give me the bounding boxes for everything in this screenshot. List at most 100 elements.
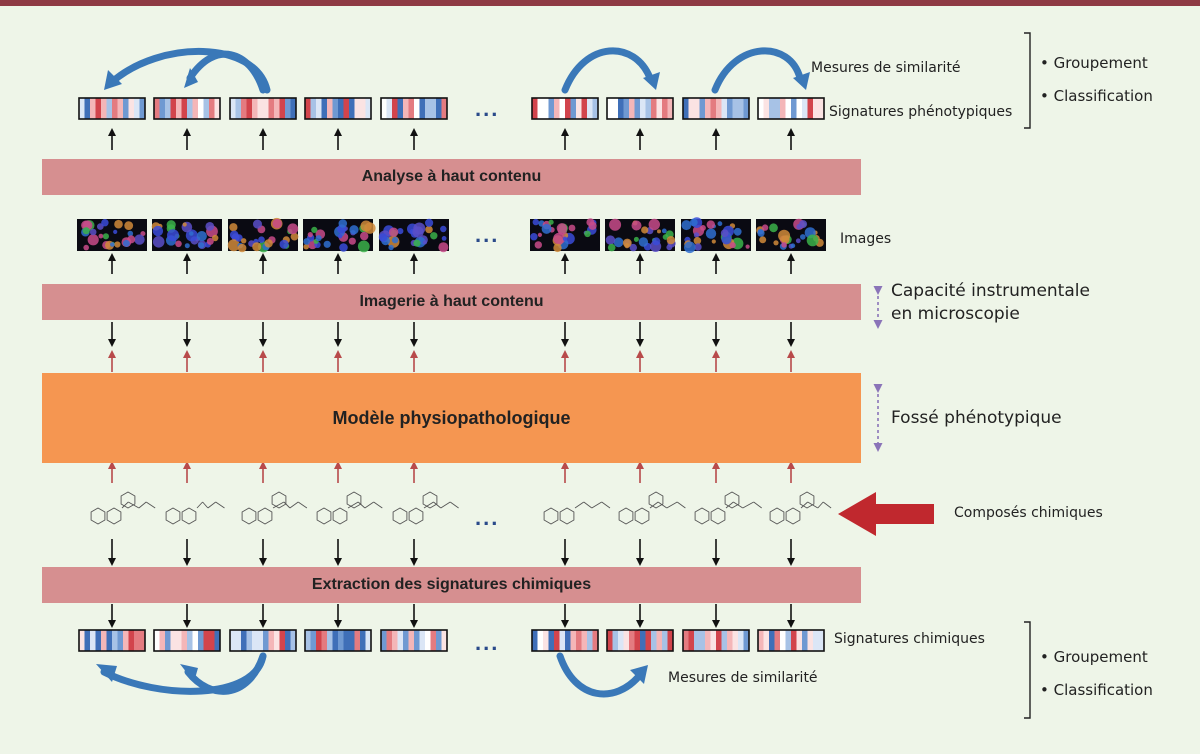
signature-cell [667, 98, 674, 119]
signature-cell [813, 630, 819, 651]
cell-blob [568, 224, 576, 232]
signature-strip [682, 97, 750, 120]
molecule-ring [799, 491, 815, 509]
cell-blob [657, 229, 661, 234]
cell-blob [87, 234, 99, 246]
cell-blob [806, 234, 819, 247]
signature-cell [214, 98, 221, 119]
signature-cell [543, 98, 549, 119]
similarity-arc-head [630, 665, 648, 684]
molecule-bond [272, 501, 285, 509]
cell-blob [717, 221, 723, 227]
molecule-ring [181, 507, 197, 525]
cell-blob [609, 218, 622, 231]
cell-blob [89, 228, 97, 236]
signature-cell [181, 630, 188, 651]
signature-strip [78, 97, 146, 120]
cell-blob [127, 230, 134, 237]
outcome-top-classification: • Classification [1040, 87, 1153, 105]
signature-cell [101, 98, 107, 119]
signature-cell [397, 98, 404, 119]
cell-blob [662, 234, 669, 240]
cell-blob [229, 223, 238, 232]
molecule-ring [634, 507, 650, 525]
signature-cell [349, 630, 355, 651]
signature-cell [548, 98, 555, 119]
signature-cell [246, 98, 253, 119]
molecule-ring [785, 507, 801, 525]
signature-cell [758, 630, 764, 651]
molecule-ring [710, 507, 726, 525]
cell-blob [413, 239, 421, 247]
cell-blob [258, 236, 265, 243]
similarity-arc-head [180, 664, 198, 682]
signature-cell [274, 630, 280, 651]
molecule-bond [202, 501, 209, 509]
cell-blob [769, 223, 778, 233]
signature-cell [192, 630, 199, 651]
cell-blob [357, 240, 370, 253]
signature-cell [310, 630, 317, 651]
label-instrument-line1: Capacité instrumentale [891, 281, 1090, 301]
band-analysis-label: Analyse à haut contenu [361, 168, 542, 185]
signature-cell [640, 630, 646, 651]
signature-cell [699, 630, 706, 651]
cell-blob [441, 236, 447, 241]
molecule-bond [215, 501, 225, 509]
cell-blob [167, 229, 179, 242]
signature-cell [230, 630, 236, 651]
signature-cell [807, 630, 814, 651]
signature-cell [554, 630, 560, 651]
similarity-arc [184, 652, 267, 695]
cell-blob [241, 238, 247, 244]
cell-blob [652, 237, 661, 246]
molecule-bond [657, 501, 668, 509]
signature-cell [694, 630, 700, 651]
signature-cell [738, 630, 744, 651]
cell-blob [605, 235, 616, 245]
signature-cell [807, 98, 814, 119]
molecule-ring [408, 507, 424, 525]
signature-cell [203, 98, 210, 119]
cell-blob [311, 226, 318, 233]
cell-blob [182, 222, 187, 227]
signature-cell [634, 98, 641, 119]
signature-strip [757, 97, 825, 120]
signature-cell [123, 98, 129, 119]
signature-cell [769, 98, 775, 119]
signature-cell [612, 98, 619, 119]
molecule-bond [138, 501, 147, 509]
cell-blob [541, 223, 552, 234]
cell-blob [556, 223, 568, 234]
signature-cell [662, 98, 668, 119]
molecule-bond [357, 501, 366, 509]
cell-blob [307, 232, 313, 238]
signature-cell [392, 630, 398, 651]
cell-blob [337, 233, 343, 239]
cell-blob [412, 226, 424, 238]
signature-cell [710, 98, 717, 119]
signature-cell [618, 98, 624, 119]
signature-cell [662, 630, 668, 651]
signature-cell [154, 630, 160, 651]
label-instrument-line2: en microscopie [891, 304, 1020, 324]
label-phenotypic-gap: Fossé phénotypique [891, 408, 1062, 428]
band-extraction-label: Extraction des signatures chimiques [311, 576, 592, 593]
signature-cell [159, 98, 166, 119]
cell-blob [693, 232, 700, 238]
similarity-arcs [96, 47, 810, 698]
signature-cell [791, 630, 797, 651]
signature-cell [785, 630, 792, 651]
cell-blob [759, 236, 767, 244]
cell-blob [711, 239, 716, 244]
signature-cell [321, 98, 328, 119]
cell-blob [229, 230, 239, 240]
signature-cell [209, 98, 215, 119]
signature-strip [606, 629, 674, 652]
molecule-bond [128, 501, 140, 509]
cell-blob [613, 237, 624, 248]
signature-cell [436, 98, 442, 119]
signature-cell [570, 630, 577, 651]
band-imaging-label: Imagerie à haut contenu [359, 293, 544, 310]
cell-blob [638, 237, 649, 247]
